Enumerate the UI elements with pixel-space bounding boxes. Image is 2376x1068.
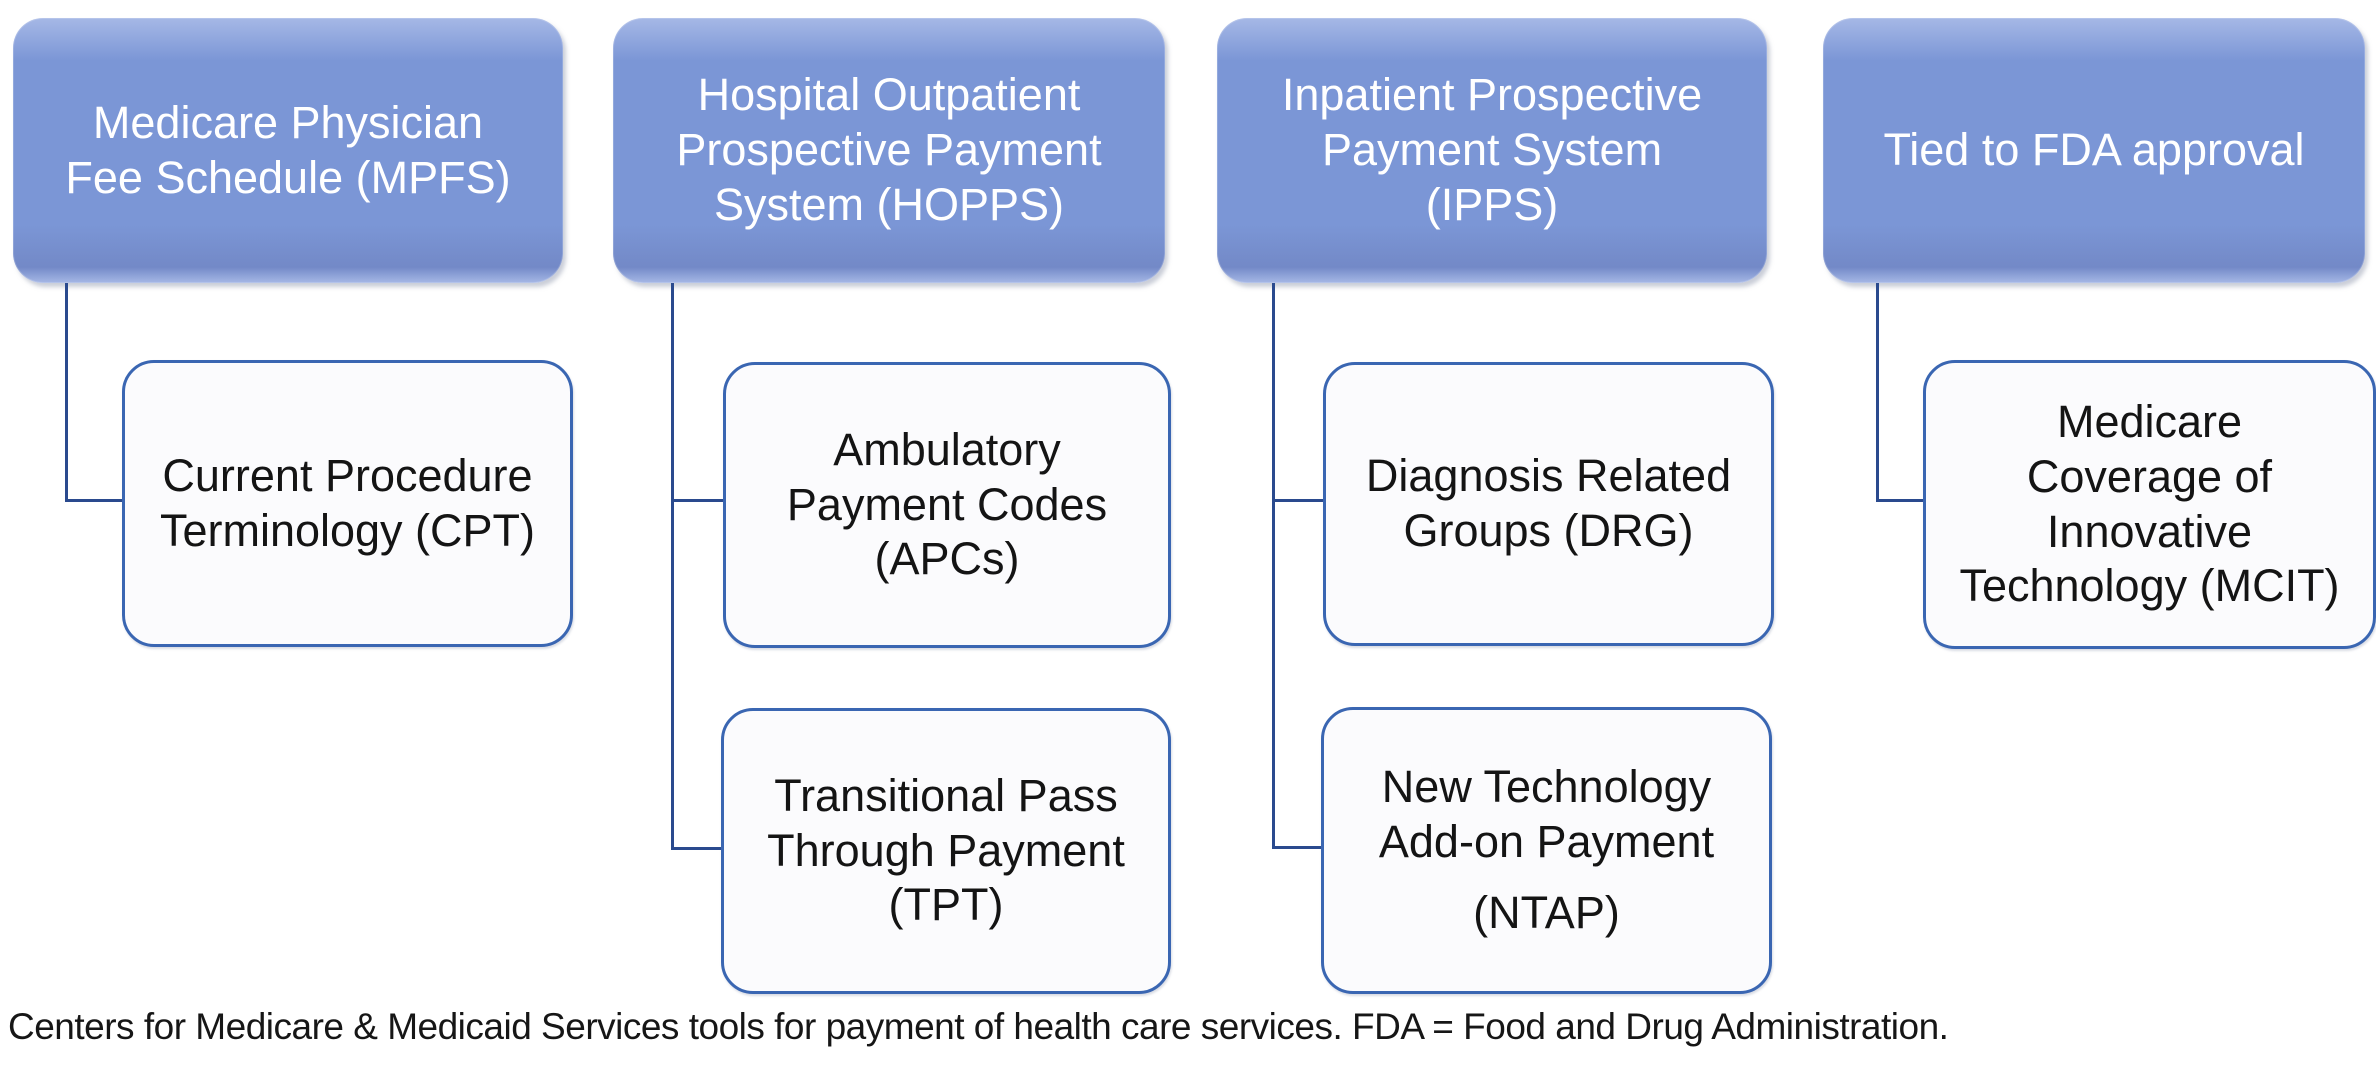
node-mpfs-header: Medicare Physician Fee Schedule (MPFS) bbox=[13, 18, 563, 283]
node-tpt-label: Transitional Pass Through Payment (TPT) bbox=[767, 769, 1125, 931]
node-drg: Diagnosis Related Groups (DRG) bbox=[1323, 362, 1774, 646]
node-drg-label: Diagnosis Related Groups (DRG) bbox=[1365, 450, 1732, 556]
node-cpt-label: Current Procedure Terminology (CPT) bbox=[159, 449, 536, 556]
connector-mpfs-vertical bbox=[65, 283, 68, 502]
connector-ipps-vertical bbox=[1272, 283, 1275, 849]
figure-caption: Centers for Medicare & Medicaid Services… bbox=[8, 1006, 1949, 1047]
node-mpfs-label: Medicare Physician Fee Schedule (MPFS) bbox=[65, 96, 511, 203]
node-ipps-label: Inpatient Prospective Payment System (IP… bbox=[1281, 69, 1703, 230]
node-ntap-acronym-label: (NTAP) bbox=[1473, 886, 1620, 938]
node-fda-approval-label: Tied to FDA approval bbox=[1883, 124, 2305, 176]
node-mcit: Medicare Coverage of Innovative Technolo… bbox=[1923, 360, 2376, 649]
connector-cpt-horizontal bbox=[65, 499, 122, 502]
node-tpt: Transitional Pass Through Payment (TPT) bbox=[721, 708, 1171, 994]
node-hopps-label: Hospital Outpatient Prospective Payment … bbox=[676, 69, 1102, 230]
connector-hopps-vertical bbox=[671, 283, 674, 850]
connector-drg-horizontal bbox=[1272, 499, 1323, 502]
connector-tpt-horizontal bbox=[671, 847, 721, 850]
node-ntap-label: New Technology Add-on Payment bbox=[1378, 761, 1715, 868]
connector-mcit-horizontal bbox=[1876, 499, 1923, 502]
node-ipps-header: Inpatient Prospective Payment System (IP… bbox=[1217, 18, 1767, 283]
node-mcit-label: Medicare Coverage of Innovative Technolo… bbox=[1959, 395, 2340, 612]
node-hopps-header: Hospital Outpatient Prospective Payment … bbox=[613, 18, 1165, 283]
node-fda-approval-header: Tied to FDA approval bbox=[1823, 18, 2365, 283]
node-apc-label: Ambulatory Payment Codes (APCs) bbox=[786, 423, 1108, 585]
connector-apc-horizontal bbox=[671, 499, 723, 502]
node-apc: Ambulatory Payment Codes (APCs) bbox=[723, 362, 1171, 648]
connector-ntap-horizontal bbox=[1272, 846, 1321, 849]
node-ntap: New Technology Add-on Payment (NTAP) bbox=[1321, 707, 1772, 994]
connector-fda-vertical bbox=[1876, 283, 1879, 502]
node-cpt: Current Procedure Terminology (CPT) bbox=[122, 360, 573, 647]
